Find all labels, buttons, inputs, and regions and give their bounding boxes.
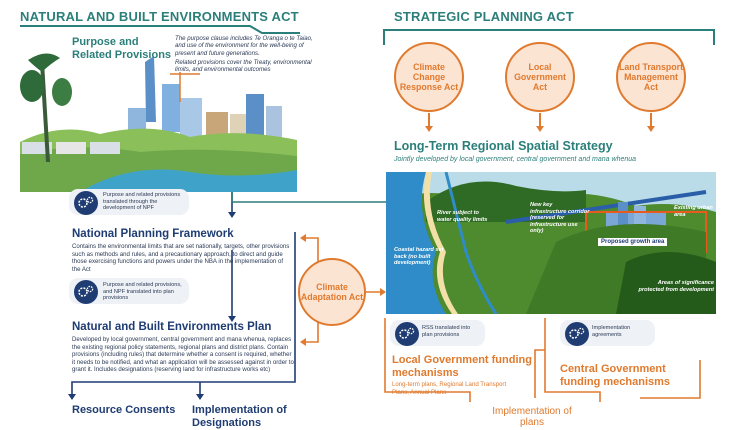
label-existing-urban-area: Existing urban area [674, 205, 713, 218]
label-river: River subject to water quality limits [437, 210, 488, 223]
implementation-of-designations: Implementation of Designations [192, 404, 287, 429]
nbe-title: NATURAL AND BUILT ENVIRONMENTS ACT [20, 9, 299, 24]
plan-heading: Natural and Built Environments Plan [72, 321, 272, 333]
circle-climate-change-response-act: Climate Change Response Act [394, 42, 464, 112]
purpose-note: Purpose and related provisions translate… [103, 192, 181, 212]
plan-text: Developed by local government, central g… [72, 336, 294, 374]
label-infrastructure-corridor: New key infrastructure corridor (reserve… [530, 202, 590, 235]
npf-note: Purpose and related provisions, and NPF … [103, 282, 182, 302]
rss-heading: Long-Term Regional Spatial Strategy [394, 139, 613, 153]
gears-icon [74, 280, 98, 304]
resource-consents: Resource Consents [72, 404, 176, 416]
purpose-text-1: The purpose clause includes Te Oranga o … [175, 35, 313, 57]
lg-funding-sub: Long-term plans, Regional Land Transport… [392, 381, 507, 396]
circle-climate-adaptation-act: Climate Adaptation Act [298, 258, 366, 326]
gears-icon [395, 322, 419, 346]
circle-land-transport-management-act: Land Transport Management Act [616, 42, 686, 112]
cg-funding-heading: Central Government funding mechanisms [560, 363, 671, 388]
label-areas-of-significance: Areas of significance protected from dev… [638, 280, 714, 293]
gears-icon [74, 191, 98, 215]
label-proposed-growth-area: Proposed growth area [598, 238, 668, 246]
npf-heading: National Planning Framework [72, 228, 234, 240]
implementation-of-plans: Implementation of plans [492, 406, 572, 428]
purpose-heading: Purpose and Related Provisions [72, 36, 172, 61]
regional-landscape-illustration [386, 172, 716, 314]
implementation-note: Implementation agreements [592, 325, 631, 338]
city-illustration [20, 42, 297, 192]
lg-funding-heading: Local Government funding mechanisms [392, 354, 532, 379]
gears-icon [565, 322, 589, 346]
label-coastal-hazard: Coastal hazard set back (no built develo… [394, 247, 444, 267]
spa-title: STRATEGIC PLANNING ACT [394, 9, 574, 24]
npf-text: Contains the environmental limits that a… [72, 243, 290, 273]
purpose-text-2: Related provisions cover the Treaty, env… [175, 59, 312, 74]
rss-subtitle: Jointly developed by local government, c… [394, 156, 637, 163]
rss-note: RSS translated into plan provisions [422, 325, 471, 338]
circle-local-government-act: Local Government Act [505, 42, 575, 112]
